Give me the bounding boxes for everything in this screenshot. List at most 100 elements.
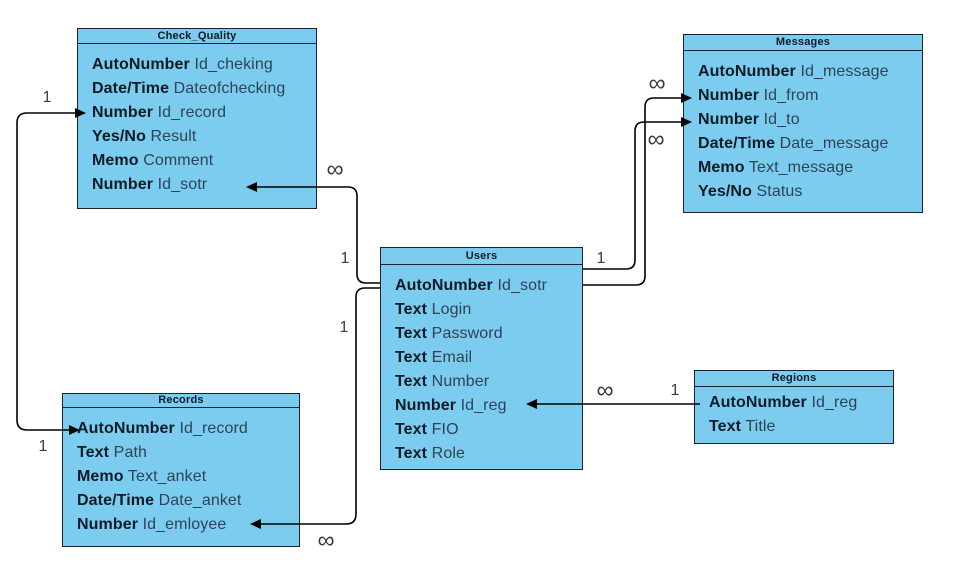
cardinality-label: 1 [341, 250, 350, 267]
field-name: Text_anket [127, 467, 207, 485]
field-type: AutoNumber [77, 419, 175, 437]
field-name: Email [431, 348, 473, 366]
field-name: Id_to [763, 110, 800, 128]
field-row-id_record: Number Id_record [92, 101, 316, 125]
field-row-password: Text Password [395, 322, 582, 346]
entity-title: Messages [684, 35, 922, 51]
field-row-id_sotr: Number Id_sotr [92, 173, 316, 197]
field-name: Id_reg [811, 393, 858, 411]
field-name: Result [150, 127, 197, 145]
field-row-email: Text Email [395, 346, 582, 370]
field-row-role: Text Role [395, 442, 582, 466]
field-type: AutoNumber [395, 276, 493, 294]
field-type: Text [395, 324, 428, 342]
field-name: Status [756, 182, 803, 200]
field-row-id_cheking: AutoNumber Id_cheking [92, 53, 316, 77]
field-type: Yes/No [92, 127, 146, 145]
field-type: Number [698, 110, 760, 128]
entity-title: Users [381, 248, 582, 265]
field-name: Id_sotr [497, 276, 548, 294]
cardinality-label: ∞ [326, 156, 343, 183]
field-type: Text [77, 443, 110, 461]
field-type: Text [709, 417, 742, 435]
cardinality-label: 1 [671, 382, 680, 399]
cardinality-label: 1 [43, 89, 52, 106]
cardinality-label: 1 [340, 319, 349, 336]
field-name: FIO [431, 420, 459, 438]
entity-title: Records [63, 394, 299, 408]
field-name: Date_message [779, 134, 889, 152]
field-type: Memo [92, 151, 139, 169]
field-type: AutoNumber [92, 55, 190, 73]
field-type: AutoNumber [698, 62, 796, 80]
field-row-id_reg: AutoNumber Id_reg [709, 391, 893, 415]
connector-records-to-checkquality [16, 112, 75, 431]
field-name: Dateofchecking [173, 79, 286, 97]
field-name: Id_record [179, 419, 248, 437]
field-name: Id_record [157, 103, 227, 121]
field-row-date_message: Date/Time Date_message [698, 132, 922, 156]
field-type: Memo [698, 158, 745, 176]
field-type: Number [698, 86, 760, 104]
field-name: Role [431, 444, 465, 462]
field-row-id_emloyee: Number Id_emloyee [77, 513, 299, 537]
field-type: Text [395, 444, 428, 462]
field-row-status: Yes/No Status [698, 180, 922, 204]
field-type: Date/Time [77, 491, 155, 509]
field-name: Id_reg [460, 396, 507, 414]
field-name: Text_message [748, 158, 854, 176]
field-row-dateofchecking: Date/Time Dateofchecking [92, 77, 316, 101]
field-type: Text [395, 420, 428, 438]
field-type: Memo [77, 467, 124, 485]
field-row-fio: Text FIO [395, 418, 582, 442]
connector-users-to-messages-idfrom [583, 97, 681, 286]
field-name: Id_message [800, 62, 889, 80]
field-row-path: Text Path [77, 441, 299, 465]
field-type: AutoNumber [709, 393, 807, 411]
field-type: Date/Time [698, 134, 776, 152]
field-row-login: Text Login [395, 298, 582, 322]
field-type: Number [92, 103, 154, 121]
field-name: Password [431, 324, 503, 342]
field-name: Title [745, 417, 776, 435]
field-name: Number [431, 372, 490, 390]
field-name: Comment [143, 151, 214, 169]
field-type: Yes/No [698, 182, 752, 200]
field-type: Text [395, 300, 428, 318]
field-type: Number [92, 175, 154, 193]
field-row-id_record: AutoNumber Id_record [77, 417, 299, 441]
field-row-id_to: Number Id_to [698, 108, 922, 132]
field-name: Id_cheking [194, 55, 273, 73]
field-row-comment: Memo Comment [92, 149, 316, 173]
field-type: Text [395, 348, 428, 366]
cardinality-label: 1 [39, 438, 48, 455]
field-type: Date/Time [92, 79, 170, 97]
field-row-text_anket: Memo Text_anket [77, 465, 299, 489]
field-row-title: Text Title [709, 415, 893, 439]
field-name: Id_emloyee [142, 515, 227, 533]
field-row-id_from: Number Id_from [698, 84, 922, 108]
entity-title: Check_Quality [78, 29, 316, 44]
field-type: Number [395, 396, 457, 414]
field-type: Number [77, 515, 139, 533]
field-name: Id_sotr [157, 175, 208, 193]
field-name: Login [431, 300, 472, 318]
field-name: Path [113, 443, 147, 461]
cardinality-label: ∞ [648, 70, 665, 97]
cardinality-label: ∞ [647, 126, 664, 153]
cardinality-label: ∞ [596, 377, 613, 404]
field-row-number: Text Number [395, 370, 582, 394]
field-row-id_reg: Number Id_reg [395, 394, 582, 418]
entity-title: Regions [695, 371, 893, 387]
cardinality-label: 1 [597, 250, 606, 267]
